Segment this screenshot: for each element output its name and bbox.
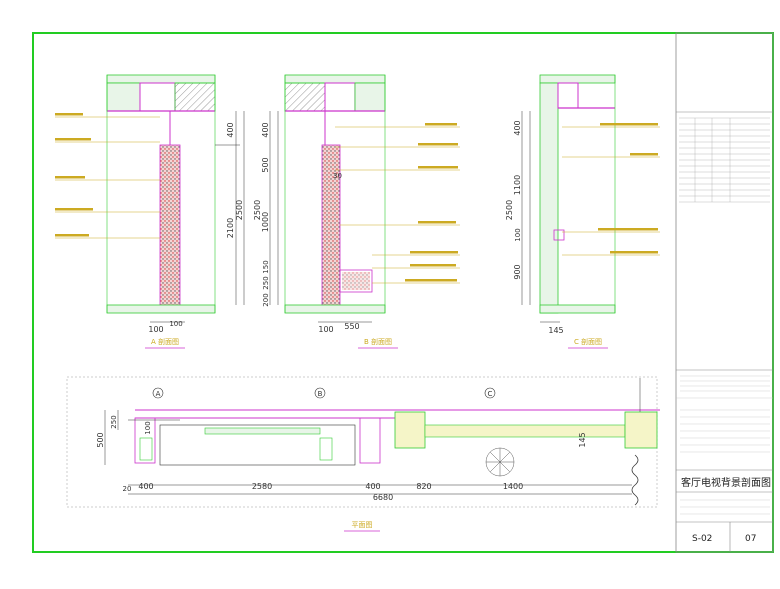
plan-dim-bottom-1: 400 — [138, 482, 153, 491]
plan-view: A B C 500 250 100 20 400 2580 400 820 14… — [66, 376, 660, 532]
section-a-label: A 剖面图 — [151, 337, 179, 346]
dim-c-h1: 145 — [548, 326, 563, 335]
plan-dim-bottom-5: 1400 — [503, 482, 523, 491]
plan-dim-bottom-2: 2580 — [252, 482, 272, 491]
section-c-label: C 剖面图 — [574, 337, 602, 346]
title-block: 客厅电视背景剖面图 S-02 07 — [675, 32, 774, 553]
dim-b-v3: 1000 — [261, 212, 270, 232]
dim-a-v3: 2500 — [235, 200, 244, 220]
dim-c-v4: 2500 — [505, 200, 514, 220]
plan-dim-bottom-3: 400 — [365, 482, 380, 491]
dim-c-v1: 400 — [513, 120, 522, 135]
section-b-label: B 剖面图 — [364, 337, 392, 346]
sheet-code: S-02 — [692, 534, 712, 544]
dim-a-v2: 2100 — [226, 218, 235, 238]
plan-dim-left-3: 100 — [144, 421, 152, 434]
plan-dim-bottom-4: 820 — [416, 482, 431, 491]
dim-b-v2: 500 — [261, 157, 270, 172]
dim-a-h1: 100 — [148, 325, 163, 334]
dim-a-v1: 400 — [226, 122, 235, 137]
dim-a-h2: 100 — [169, 320, 182, 328]
dim-b-v6: 250 — [262, 276, 270, 289]
drawing-title: 客厅电视背景剖面图 — [681, 476, 771, 489]
sheet-number: 07 — [745, 534, 756, 544]
dim-c-v2: 1100 — [513, 175, 522, 195]
dim-b-v7: 200 — [262, 293, 270, 306]
plan-dim-20: 20 — [123, 485, 132, 493]
section-b-note: 30 — [333, 172, 342, 180]
plan-marker-a: A — [156, 390, 161, 398]
dim-c-v5: 900 — [513, 264, 522, 279]
dim-c-v3: 100 — [514, 228, 522, 241]
section-a: 400 2100 2500 100 100 A 剖面图 — [55, 74, 245, 349]
plan-dim-left-2: 250 — [110, 415, 118, 428]
dim-b-h1: 100 — [318, 325, 333, 334]
plan-marker-c: C — [488, 390, 493, 398]
plan-marker-b: B — [318, 390, 323, 398]
plan-dim-total: 6680 — [373, 493, 393, 502]
dim-b-h2: 550 — [344, 322, 359, 331]
dim-b-v5: 150 — [262, 260, 270, 273]
section-c: 400 1100 100 2500 900 145 C 剖面图 — [505, 74, 660, 349]
plan-dim-left-1: 500 — [96, 432, 105, 447]
plan-dim-right: 145 — [578, 432, 587, 447]
dim-b-v4: 2500 — [253, 200, 262, 220]
section-b: 30 400 500 1000 2500 150 250 200 100 550… — [253, 74, 460, 349]
dim-b-v1: 400 — [261, 122, 270, 137]
plan-label: 平面图 — [352, 521, 373, 529]
